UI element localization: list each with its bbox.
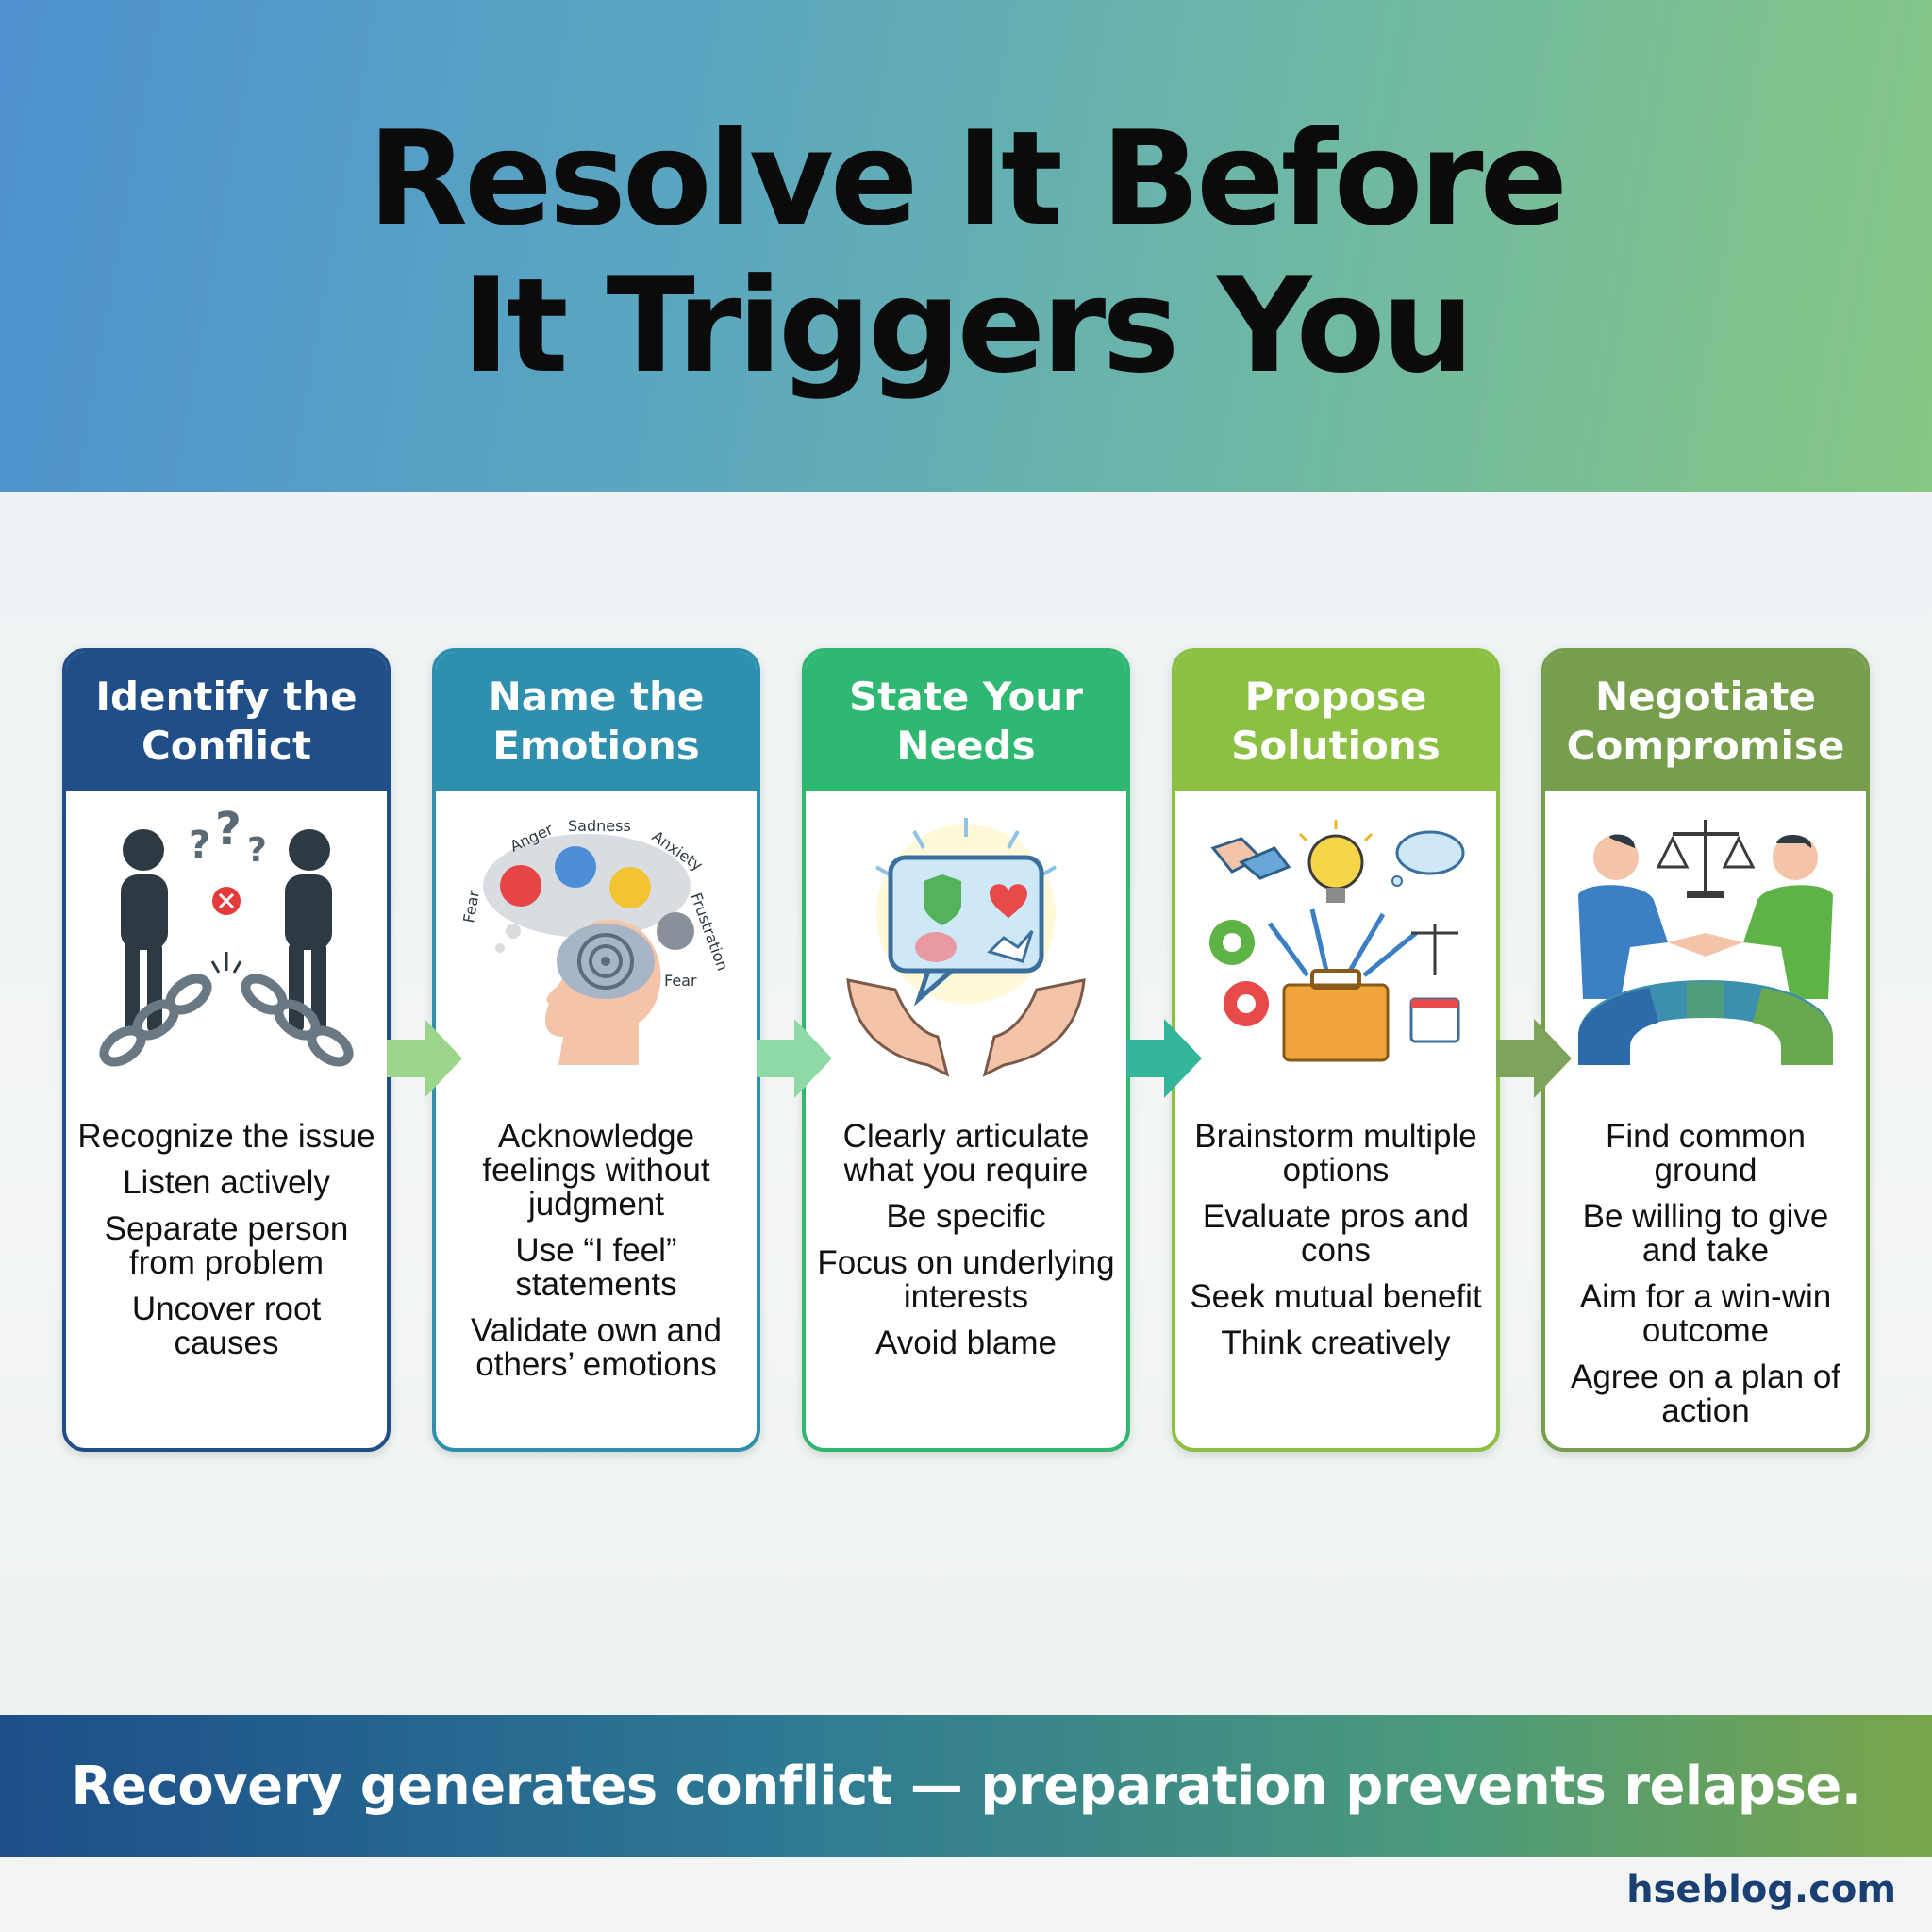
- list-item: Seek mutual benefit: [1190, 1278, 1482, 1315]
- list-item: Agree on a plan of action: [1570, 1358, 1841, 1429]
- svg-text:?: ?: [215, 810, 242, 856]
- footer-banner: Recovery generates conflict — preparatio…: [0, 1715, 1932, 1857]
- step-points: Find common ground Be willing to give an…: [1545, 1120, 1866, 1428]
- arrow-right-icon: [387, 1019, 462, 1098]
- list-item: Validate own and others’ emotions: [471, 1312, 722, 1383]
- svg-text:?: ?: [247, 831, 267, 870]
- emotion-label-fear-2: Fear: [664, 972, 697, 990]
- list-item: Separate person from problem: [104, 1210, 349, 1281]
- brain-emotions-icon: Anger Sadness Anxiety Frustration Fear F…: [436, 791, 757, 1112]
- list-item: Acknowledge feelings without judgment: [482, 1118, 710, 1223]
- list-item: Brainstorm multiple options: [1194, 1118, 1477, 1189]
- list-item: Evaluate pros and cons: [1202, 1198, 1470, 1269]
- brand-link[interactable]: hseblog.com: [1626, 1868, 1896, 1911]
- arrow-right-icon: [1126, 1019, 1202, 1098]
- emotion-label-fear: Fear: [459, 889, 483, 924]
- title-line-1: Resolve It Before: [367, 103, 1568, 255]
- open-hands-icon: [806, 791, 1126, 1112]
- title-line-2: It Triggers You: [461, 250, 1474, 402]
- arrow-right-icon: [1496, 1019, 1572, 1098]
- arrow-right-icon: [757, 1019, 832, 1098]
- step-points: Acknowledge feelings without judgment Us…: [436, 1120, 757, 1382]
- list-item: Think creatively: [1221, 1324, 1451, 1361]
- list-item: Uncover root causes: [131, 1291, 322, 1361]
- broken-chain-icon: ? ? ?: [66, 791, 387, 1112]
- page-title: Resolve It Before It Triggers You: [0, 106, 1932, 400]
- list-item: Listen actively: [123, 1164, 330, 1201]
- list-item: Be specific: [886, 1198, 1046, 1235]
- toolbox-ideas-icon: [1175, 791, 1496, 1112]
- step-points: Clearly articulate what you require Be s…: [806, 1120, 1126, 1360]
- list-item: Recognize the issue: [77, 1118, 375, 1155]
- list-item: Focus on underlying interests: [817, 1244, 1115, 1315]
- list-item: Aim for a win-win outcome: [1579, 1278, 1832, 1349]
- list-item: Clearly articulate what you require: [842, 1118, 1090, 1189]
- step-points: Brainstorm multiple options Evaluate pro…: [1175, 1120, 1496, 1360]
- list-item: Use “I feel” statements: [515, 1232, 677, 1303]
- svg-text:?: ?: [189, 824, 210, 867]
- emotion-label-sadness: Sadness: [568, 817, 631, 835]
- step-points: Recognize the issue Listen actively Sepa…: [66, 1120, 387, 1360]
- handshake-scales-icon: [1545, 791, 1866, 1112]
- list-item: Avoid blame: [875, 1324, 1057, 1361]
- tagline: Recovery generates conflict — preparatio…: [71, 1755, 1861, 1817]
- list-item: Find common ground: [1605, 1118, 1807, 1189]
- header-banner: Resolve It Before It Triggers You: [0, 0, 1932, 492]
- list-item: Be willing to give and take: [1582, 1198, 1829, 1269]
